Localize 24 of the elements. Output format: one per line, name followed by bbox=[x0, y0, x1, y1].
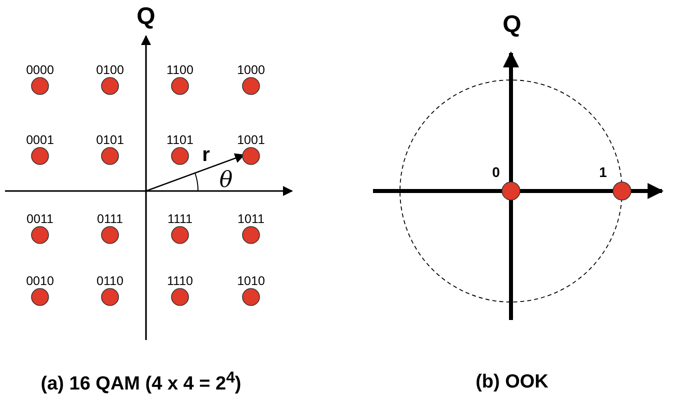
bit-label: 1110 bbox=[167, 274, 193, 288]
q-axis-label: Q bbox=[502, 13, 522, 37]
bit-label: 0100 bbox=[96, 64, 124, 76]
bit-label: 1111 bbox=[167, 212, 193, 226]
angle-label: θ bbox=[219, 170, 233, 192]
bit-label: 1101 bbox=[166, 134, 194, 146]
point-label: 1 bbox=[599, 165, 607, 179]
bit-label: 0011 bbox=[26, 212, 54, 226]
bit-label: 1000 bbox=[237, 64, 265, 76]
q-axis-label: Q bbox=[136, 5, 156, 29]
bit-label: 1010 bbox=[237, 274, 265, 288]
bit-label: 1001 bbox=[237, 134, 265, 146]
bit-label: 0000 bbox=[26, 64, 54, 76]
radius-label: r bbox=[202, 145, 210, 165]
bit-label: 1011 bbox=[238, 212, 264, 226]
bit-label: 1100 bbox=[166, 64, 194, 76]
point-label: 0 bbox=[492, 165, 500, 179]
bit-label: 0101 bbox=[96, 134, 124, 146]
bit-label: 0010 bbox=[26, 274, 54, 288]
panel-caption: (b) OOK bbox=[476, 372, 548, 392]
panel-caption: (a) 16 QAM (4 x 4 = 2$^{4}$) bbox=[40, 370, 242, 394]
bit-label: 0110 bbox=[96, 274, 124, 288]
bit-label: 0111 bbox=[97, 212, 123, 226]
bit-label: 0001 bbox=[26, 134, 54, 146]
